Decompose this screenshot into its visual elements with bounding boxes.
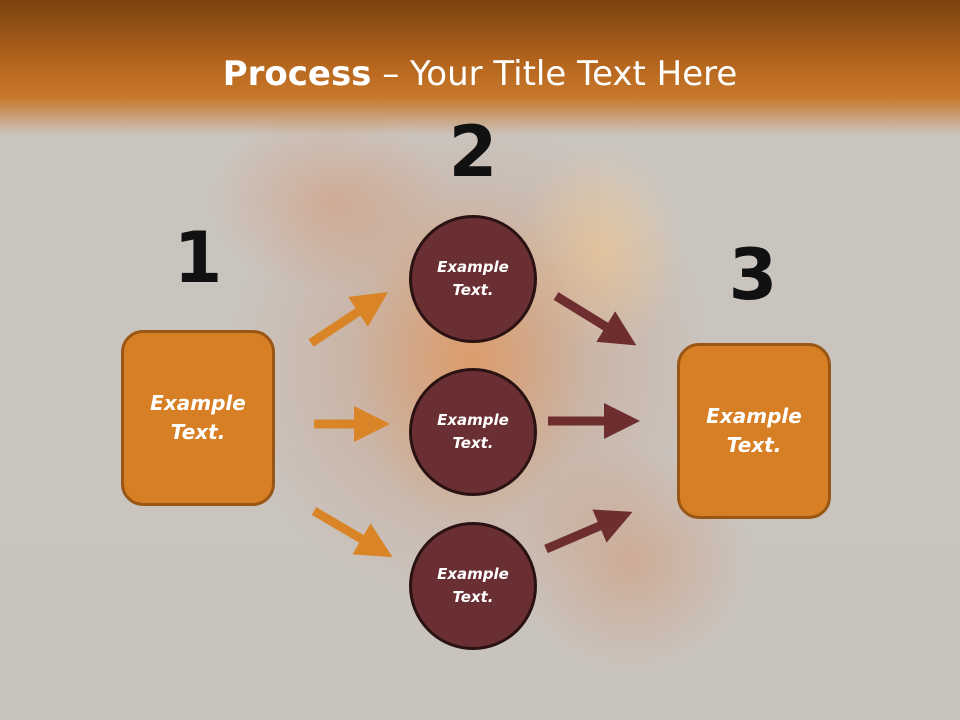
title-bar (0, 0, 960, 135)
arrow-bottom-to-right (544, 509, 633, 554)
circle-top: Example Text. (409, 215, 537, 343)
step-number-2: 2 (448, 111, 498, 193)
title-rest: – Your Title Text Here (371, 54, 738, 94)
step-number-3: 3 (728, 234, 778, 316)
circle-middle-label: Example Text. (437, 411, 509, 452)
right-process-box: Example Text. (677, 343, 831, 519)
arrow-left-to-top (308, 292, 389, 347)
title-bold: Process (222, 54, 372, 94)
arrow-left-to-bottom (311, 507, 393, 558)
step-number-1: 1 (173, 217, 223, 299)
left-box-label: Example Text. (150, 391, 246, 444)
left-process-box: Example Text. (121, 330, 275, 506)
circle-middle: Example Text. (409, 368, 537, 496)
right-box-label: Example Text. (706, 404, 802, 457)
circle-bottom-label: Example Text. (437, 565, 509, 606)
circle-bottom: Example Text. (409, 522, 537, 650)
slide-title: Process – Your Title Text Here (0, 52, 960, 96)
arrow-top-to-right (553, 292, 637, 346)
circle-top-label: Example Text. (437, 258, 509, 299)
